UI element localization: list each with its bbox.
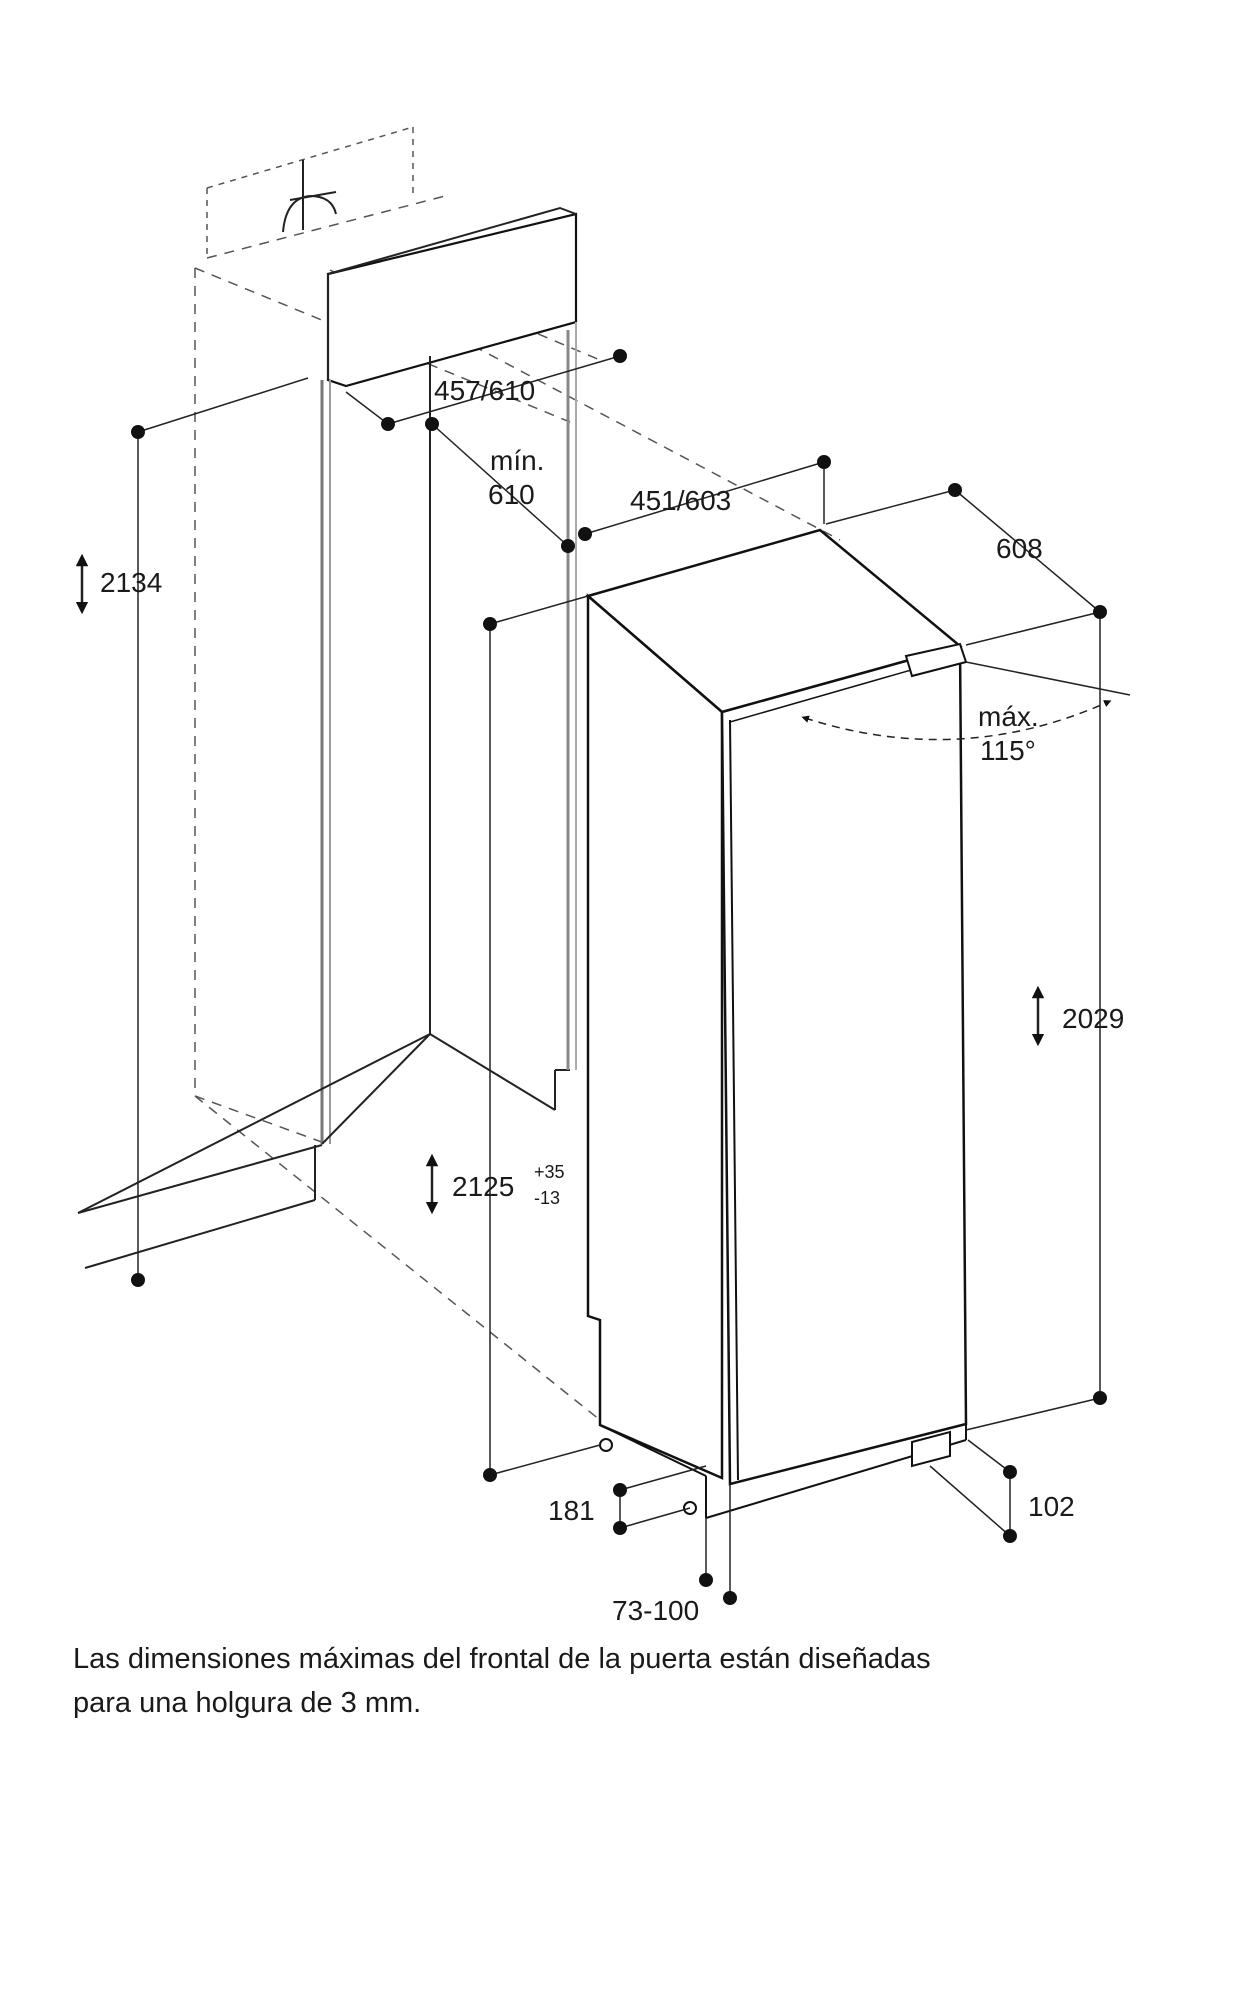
floor-lines [77, 1033, 431, 1269]
appliance [585, 528, 968, 1519]
cabinet-top-box [326, 206, 578, 388]
label-door-angle: máx. [978, 701, 1039, 732]
cabinet-side-panel [320, 380, 331, 1144]
label-top-width: 451/603 [630, 485, 731, 516]
label-tolerance-minus: -13 [534, 1188, 560, 1208]
label-plinth-range: 73-100 [612, 1595, 699, 1626]
label-niche-body-height: 2125 [452, 1171, 514, 1202]
dimension-lines [75, 355, 1131, 1598]
installation-diagram: 2134 457/610 mín. 610 451/603 608 máx. 1… [75, 126, 1131, 1626]
appliance-side [586, 593, 724, 1480]
label-min: mín. [490, 445, 544, 476]
caption-note: Las dimensiones máximas del frontal de l… [73, 1637, 1173, 1725]
appliance-door [720, 644, 968, 1486]
label-door-angle-value: 115° [980, 735, 1036, 766]
dimension-dots [131, 349, 1107, 1605]
electrical-box-outline [206, 126, 414, 258]
label-appliance-depth: 608 [996, 533, 1043, 564]
label-appliance-height: 2029 [1062, 1003, 1124, 1034]
label-top-depth: 457/610 [434, 375, 535, 406]
label-base-depth: 181 [548, 1495, 595, 1526]
cabinet-inner-panel [429, 322, 577, 1111]
label-min-value: 610 [488, 479, 535, 510]
label-foot-height: 102 [1028, 1491, 1075, 1522]
niche-cabinet [77, 126, 841, 1421]
caption-line-1: Las dimensiones máximas del frontal de l… [73, 1643, 931, 1675]
socket-symbol-icon [282, 160, 337, 233]
appliance-base [599, 1424, 967, 1519]
label-niche-height: 2134 [100, 567, 162, 598]
caption-line-2: para una holgura de 3 mm. [73, 1687, 422, 1719]
label-tolerance-plus: +35 [534, 1162, 565, 1182]
